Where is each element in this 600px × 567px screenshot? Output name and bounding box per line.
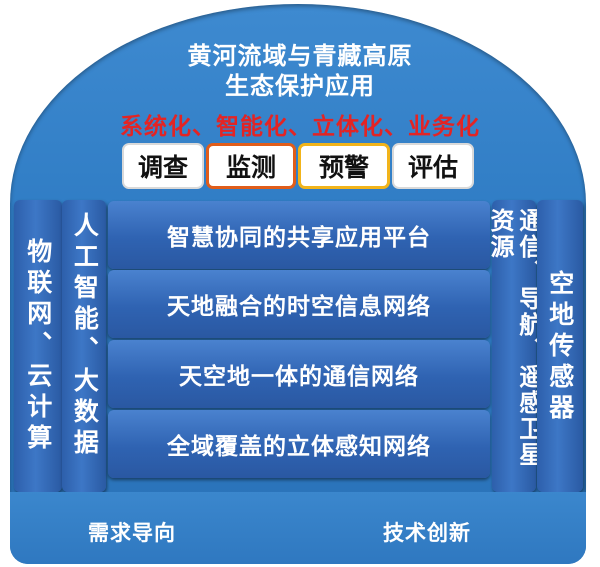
- footer-demand-driven: 需求导向: [88, 521, 176, 545]
- pillar-air-ground-sensors: 空地传感器: [537, 200, 583, 492]
- layer-shared-platform: 智慧协同的共享应用平台: [108, 201, 490, 269]
- pillar-iot-cloud-label: 物联网、云计算: [23, 238, 53, 455]
- pillar-satellite-resources: 通信、导航、遥感卫星资源: [486, 200, 543, 492]
- tab-monitoring: 监测: [206, 143, 296, 189]
- pillar-ai-bigdata-label: 人工智能、大数据: [70, 212, 100, 460]
- diagram-title-line1: 黄河流域与青藏高原: [187, 42, 413, 70]
- pillar-ai-bigdata: 人工智能、大数据: [62, 200, 106, 492]
- tab-warning: 预警: [298, 143, 390, 189]
- pillar-iot-cloud: 物联网、云计算: [14, 200, 62, 492]
- layer-perception-network: 全域覆盖的立体感知网络: [108, 410, 490, 478]
- tab-assessment: 评估: [392, 143, 474, 189]
- pillar-air-ground-sensors-label: 空地传感器: [545, 270, 575, 425]
- diagram-title-line2: 生态保护应用: [225, 72, 375, 100]
- tab-survey: 调查: [122, 143, 204, 189]
- feature-keywords: 系统化、智能化、立体化、业务化: [120, 114, 480, 140]
- base-platform: [10, 492, 586, 564]
- pillar-satellite-resources-label: 通信、导航、遥感卫星资源: [486, 208, 543, 468]
- layer-spatiotemporal-network: 天地融合的时空信息网络: [108, 270, 490, 338]
- footer-tech-innovation: 技术创新: [383, 521, 471, 545]
- layer-communication-network: 天空地一体的通信网络: [108, 340, 490, 408]
